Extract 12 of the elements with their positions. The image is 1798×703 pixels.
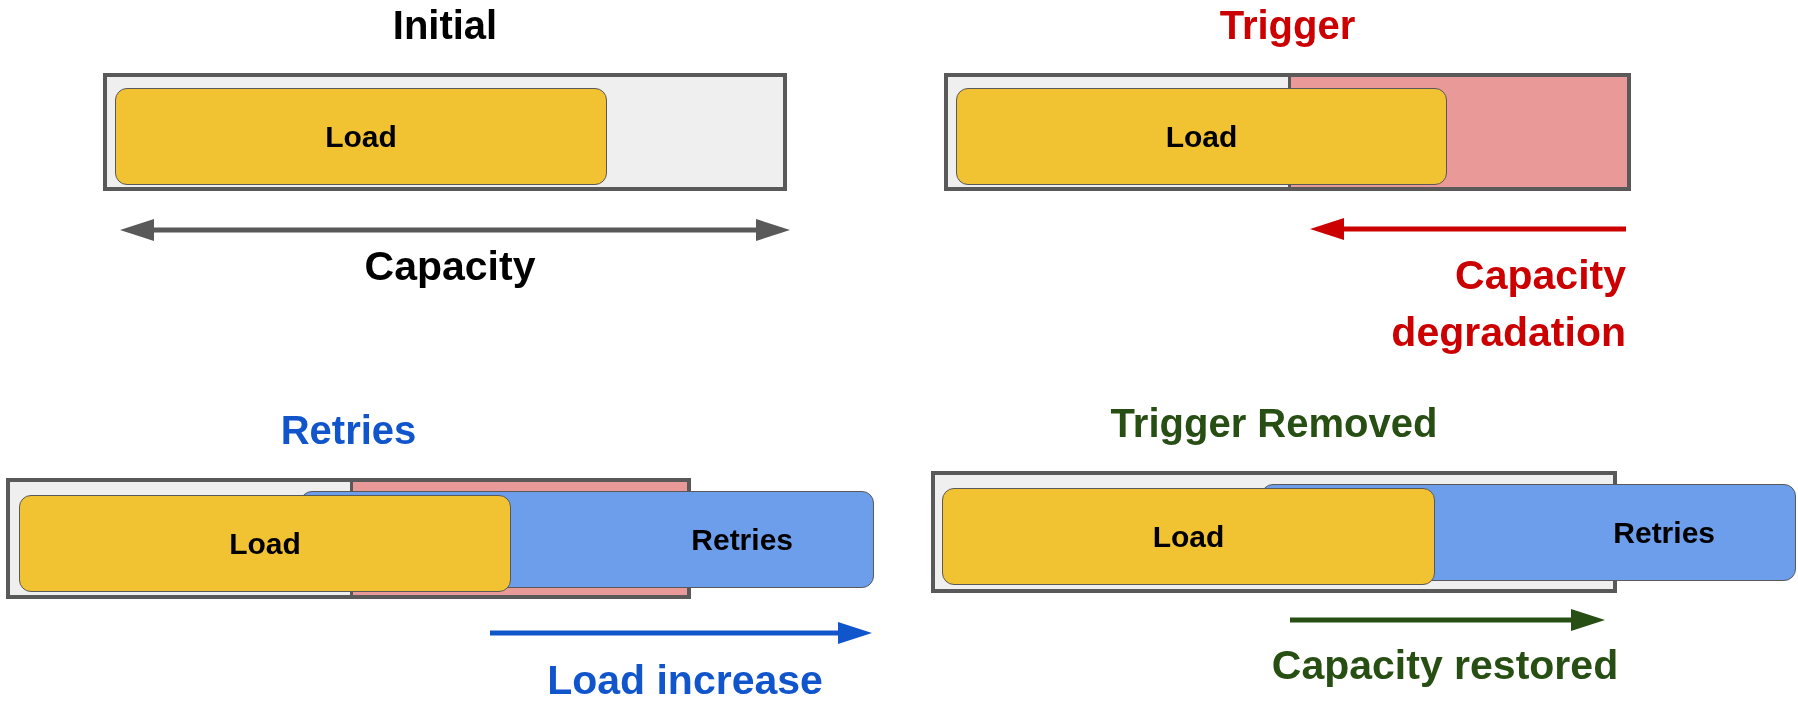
load-bar: Load — [115, 88, 607, 185]
panel-heading: Trigger — [1218, 3, 1357, 48]
load-bar: Load — [19, 495, 511, 592]
panel-heading: Retries — [279, 408, 418, 453]
load-bar: Load — [956, 88, 1447, 185]
annotation-text: Capacity restored — [1270, 641, 1620, 690]
annotation-text: Load increase — [546, 656, 824, 703]
panel-heading: Trigger Removed — [1109, 401, 1439, 446]
annotation-text: Capacity — [363, 242, 537, 291]
panel-heading: Initial — [391, 3, 499, 48]
annotation-text: Capacity degradation — [1390, 251, 1626, 357]
load-bar: Load — [942, 488, 1435, 585]
